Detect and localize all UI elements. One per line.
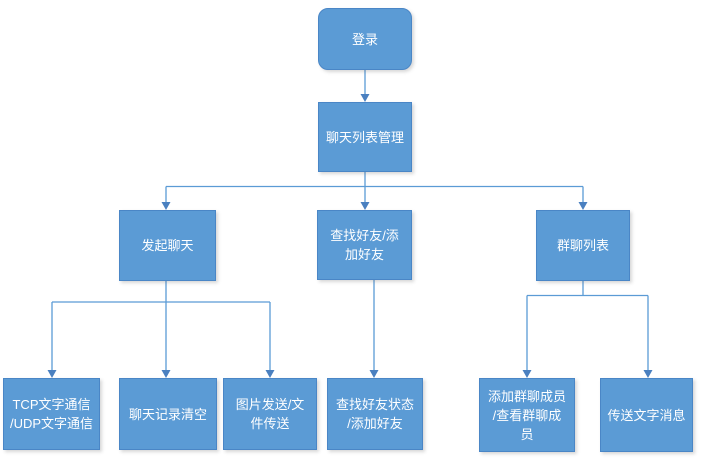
node-chat-list-management: 聊天列表管理 [318,102,412,172]
connector-start-chat-branch [47,281,275,378]
connector-chat-list-management-branch [161,172,588,210]
connector-login-to-chat-list-management [360,70,370,102]
node-clear-chat-history: 聊天记录清空 [119,378,217,450]
node-tcp-udp-text-communication: TCP文字通信 /UDP文字通信 [3,378,100,450]
node-add-view-group-members: 添加群聊成员 /查看群聊成 员 [479,378,575,452]
connector-group-chat-list-branch [522,281,653,378]
node-start-chat: 发起聊天 [119,210,216,281]
node-send-text-message: 传送文字消息 [600,378,693,452]
node-group-chat-list: 群聊列表 [536,210,630,281]
connector-find-add-friend-to-status [369,280,379,378]
node-login: 登录 [318,8,412,70]
node-find-friend-status-add-friend: 查找好友状态 /添加好友 [327,378,423,450]
node-image-send-file-transfer: 图片发送/文 件传送 [223,378,317,450]
node-find-add-friend: 查找好友/添 加好友 [317,210,412,280]
